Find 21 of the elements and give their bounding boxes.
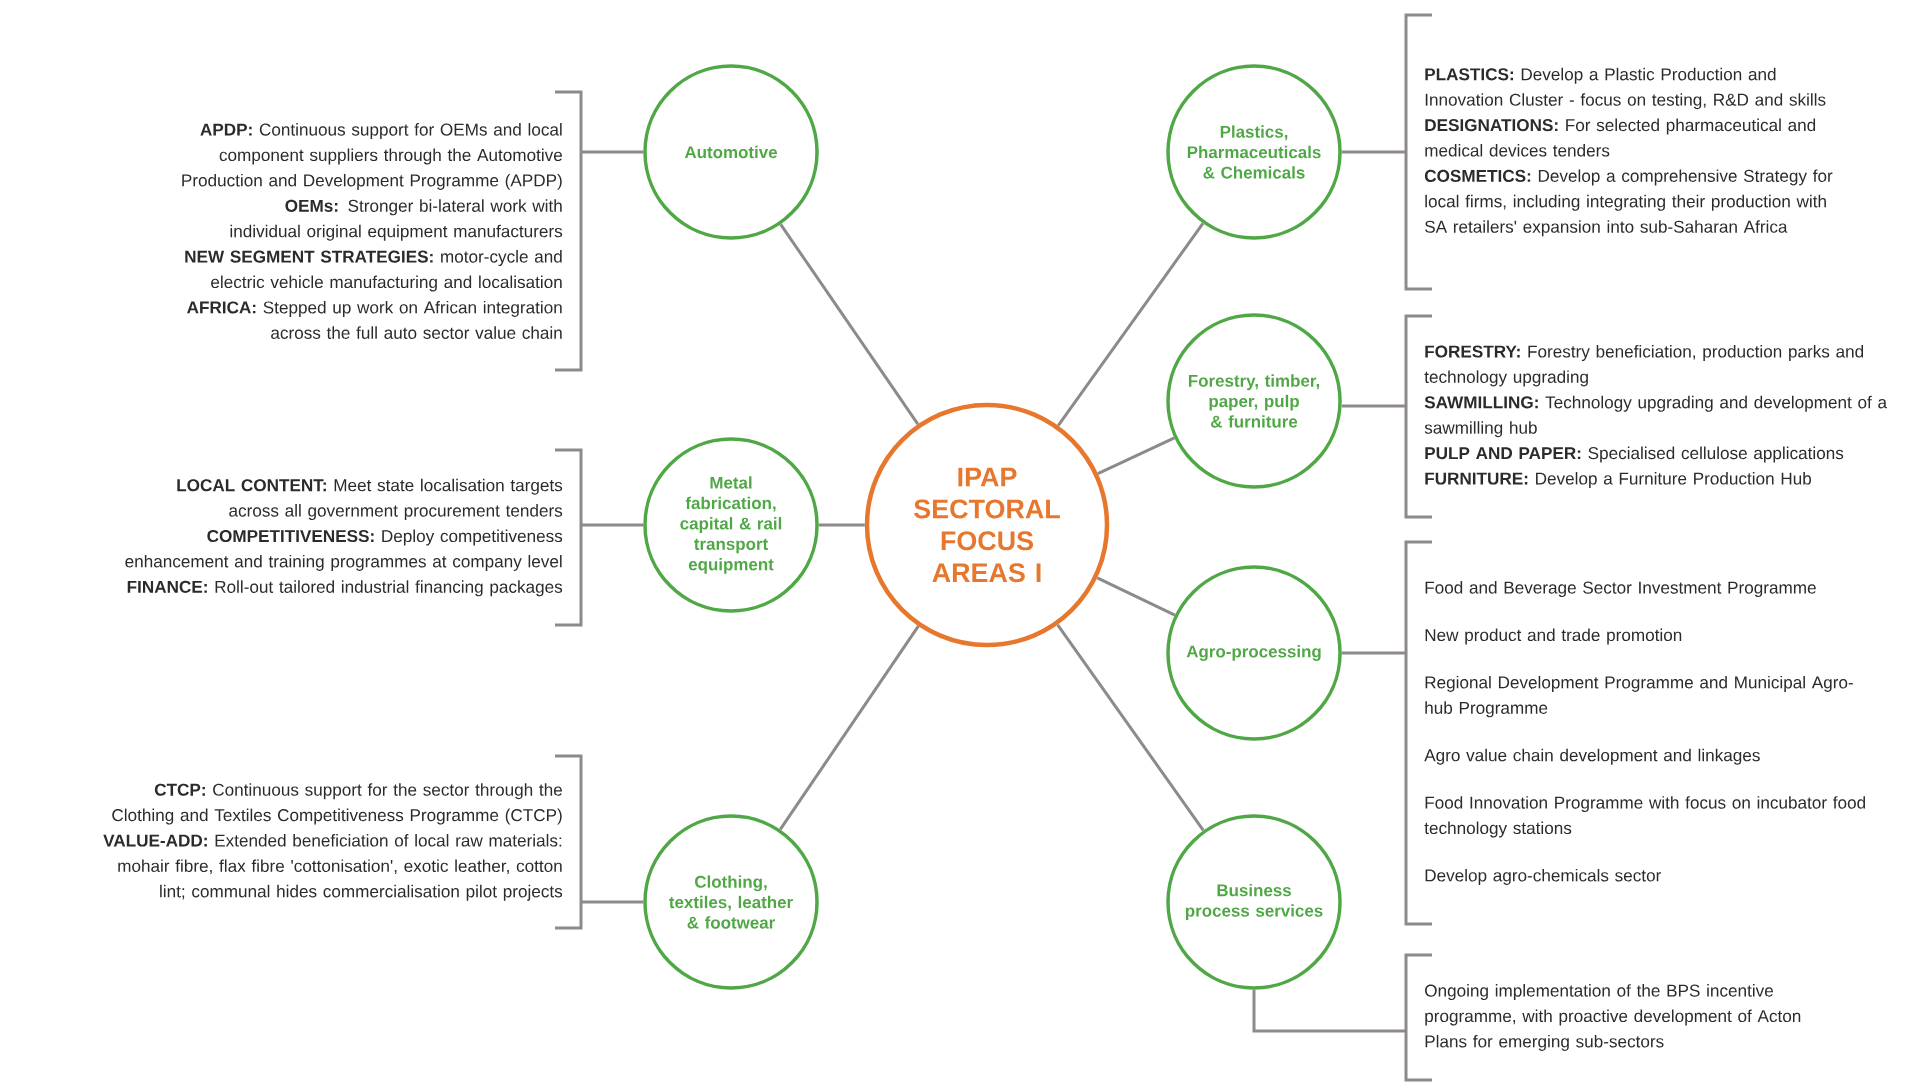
connector-line [1097,436,1176,475]
connector-line [779,223,920,426]
connector-line [1341,651,1406,655]
connector-line [581,900,644,904]
connector-line [779,625,920,831]
connector-line [1341,150,1406,154]
bracket-list: LOCAL CONTENT: Meet state localisation targets across all government procurement tenders COMPETITIVENESS: Deploy competitiveness enhancement and training programmes at company level FINANCE: Roll-out tailored industrial financing packages [125,448,583,627]
connector-line [1252,989,1406,1033]
bracket-list: FORESTRY: Forestry beneficiation, production parks and technology upgrading SAWMILLING: Technology upgrading and development of a sawmilling hub PULP AND PAPER: Specialised cellulose applications FURNITURE: Develop a Furniture Production Hub [1404,314,1888,519]
bracket-list: Food and Beverage Sector Investment Programme New product and trade promotion Regional Development Programme and Municipal Agro-hub Programme Agro value chain development and linkages Food Innovation Programme with focus on incubator food technology stations Develop agro-chemicals sector [1404,540,1865,926]
bracket-list: CTCP: Continuous support for the sector through the Clothing and Textiles Competitiveness Programme (CTCP) VALUE-ADD: Extended beneficiation of local raw materials: mohair fibre, flax fibre 'cottonisation', exotic leather, cotton lint; communal hides commercialisation pilot projects [103,754,583,930]
connector-line [581,523,644,527]
connector-line [1056,222,1205,427]
bracket-list: APDP: Continuous support for OEMs and local component suppliers through the Automotive Production and Development Programme (APDP) OEMs: Stronger bi-lateral work with individual original equipment manufacturers NEW SEGMENT STRATEGIES: motor-cycle and electric vehicle manufacturing and localisation AFRICA: Stepped up work on African integration across the full auto sector value chain [182,90,583,372]
connector-line [1341,404,1406,408]
bracket-list: Ongoing implementation of the BPS incentive programme, with proactive development of Acton Plans for emerging sub-sectors [1404,953,1801,1082]
connector-line [818,523,865,527]
connector-line [581,150,644,154]
connector-line [1096,576,1176,617]
bracket-list: PLASTICS: Develop a Plastic Production and Innovation Cluster - focus on testing, R&D and skills DESIGNATIONS: For selected pharmaceutical and medical devices tenders COSMETICS: Develop a comprehensive Strategy for local firms, including integrating their production with SA retailers' expansion into sub-Saharan Africa [1404,13,1833,291]
connector-line [1056,623,1205,832]
